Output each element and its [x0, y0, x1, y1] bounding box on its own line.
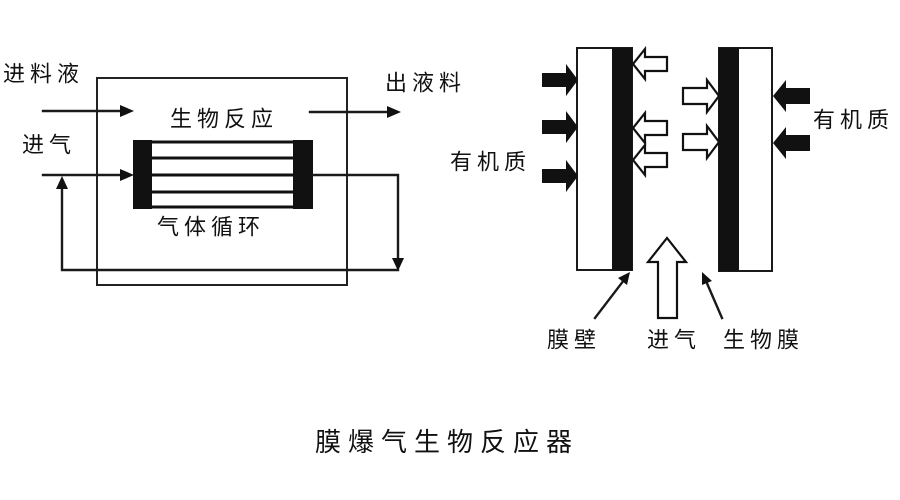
pointer-line — [704, 279, 724, 320]
recirculation-return-line — [60, 186, 400, 272]
effluent-arrow-head — [387, 106, 401, 118]
feed-liquid-arrow — [41, 105, 134, 117]
pointer-line — [593, 278, 626, 320]
label-gas-circulation: 气体循环 — [157, 216, 265, 241]
biofilm-layer — [612, 48, 632, 270]
recirculation-arrow-head — [56, 176, 68, 189]
figure-title: 膜爆气生物反应器 — [315, 428, 579, 458]
membrane-wall-pointer — [593, 272, 630, 320]
organic-matter-arrow-icon — [542, 111, 578, 143]
organic-matter-arrow-icon — [773, 80, 810, 112]
module-left-header — [133, 140, 152, 209]
reactor-schematic: 进料液 进气 生物反应 气体循环 出液料 — [3, 63, 466, 286]
gas-inlet-up-arrow-icon — [645, 236, 689, 320]
label-organic-matter-left: 有机质 — [450, 151, 531, 176]
membrane-module — [133, 140, 313, 209]
gas-inlet-arrow — [41, 169, 134, 181]
reactor-vessel — [96, 77, 348, 286]
gas-diffusion-arrow-icon — [631, 141, 669, 179]
biofilm-layer — [719, 48, 739, 271]
right-membrane-wall — [718, 47, 773, 272]
gas-diffusion-arrow-icon — [631, 109, 669, 147]
gas-diffusion-arrow-icon — [681, 122, 721, 162]
label-feed-liquid: 进料液 — [3, 63, 84, 88]
pointer-arrow-head — [618, 272, 630, 285]
label-gas-inlet: 进气 — [22, 134, 76, 159]
biofilm-pointer — [702, 272, 724, 320]
label-organic-matter-right: 有机质 — [813, 109, 894, 134]
gas-recirculation-loop — [56, 173, 404, 272]
effluent-arrow — [308, 106, 401, 118]
gas-outlet-line — [311, 173, 400, 262]
label-effluent: 出液料 — [385, 72, 466, 97]
gas-inlet-arrow-head — [120, 169, 134, 181]
organic-matter-arrow-icon — [542, 160, 578, 192]
gas-diffusion-arrow-icon — [631, 45, 669, 83]
pointer-arrow-head — [702, 272, 712, 285]
module-right-header — [293, 140, 313, 209]
organic-matter-arrow-icon — [773, 127, 810, 159]
label-gas-inlet-detail: 进气 — [647, 329, 701, 354]
label-bioreaction: 生物反应 — [170, 108, 278, 133]
organic-matter-arrow-icon — [542, 64, 578, 96]
gas-diffusion-arrow-icon — [681, 76, 721, 116]
membrane-biofilm-detail: 有机质 有机质 膜壁 进气 生物膜 — [450, 45, 894, 354]
gas-outlet-arrow-head — [392, 258, 404, 271]
left-membrane-wall — [576, 47, 633, 271]
label-membrane-wall: 膜壁 — [547, 329, 601, 354]
feed-liquid-arrow-head — [120, 105, 134, 117]
label-biofilm: 生物膜 — [723, 329, 804, 354]
